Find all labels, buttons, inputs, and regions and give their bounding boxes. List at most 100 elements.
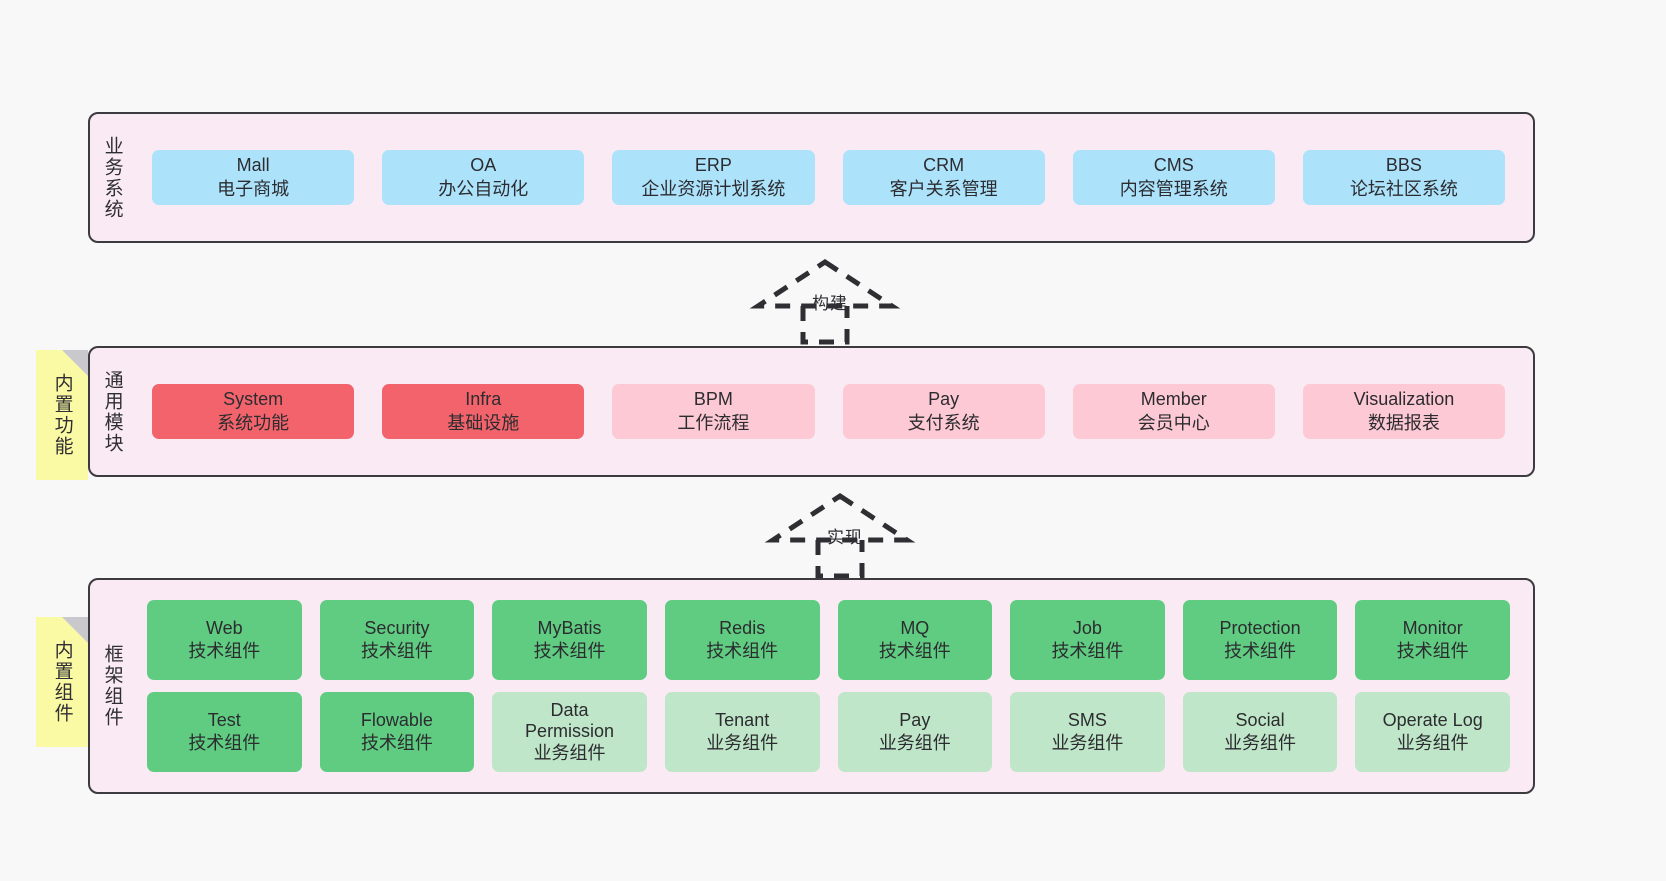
card-oa-cn: 办公自动化 xyxy=(438,178,529,199)
card-mq[interactable]: MQ 技术组件 xyxy=(837,600,993,680)
card-mq-en: MQ xyxy=(900,617,930,638)
card-security[interactable]: Security 技术组件 xyxy=(319,600,475,680)
framework-card-row-1: Web 技术组件 Security 技术组件 MyBatis 技术组件 Redi… xyxy=(138,600,1519,680)
card-system[interactable]: System 系统功能 xyxy=(152,384,355,439)
note-fold-corner-icon-1 xyxy=(62,350,88,376)
connector-implement xyxy=(764,492,916,579)
card-system-en: System xyxy=(223,389,284,410)
card-flowable-en: Flowable xyxy=(360,709,433,730)
layer-common-modules: 通用模块 System 系统功能 Infra 基础设施 BPM 工作流程 Pay… xyxy=(88,346,1535,477)
note-builtin-function-label: 内置功能 xyxy=(51,373,73,457)
card-bpm[interactable]: BPM 工作流程 xyxy=(612,384,815,439)
card-social-cn: 业务组件 xyxy=(1224,733,1297,753)
card-security-en: Security xyxy=(364,617,430,638)
layer-business-systems: 业务系统 Mall 电子商城 OA 办公自动化 ERP 企业资源计划系统 CRM… xyxy=(88,112,1535,243)
modules-card-row: System 系统功能 Infra 基础设施 BPM 工作流程 Pay 支付系统… xyxy=(138,384,1519,439)
card-cms-en: CMS xyxy=(1153,155,1194,176)
card-operate-log-cn: 业务组件 xyxy=(1396,733,1469,753)
card-mall[interactable]: Mall 电子商城 xyxy=(152,150,355,205)
card-infra-en: Infra xyxy=(465,389,502,410)
card-infra[interactable]: Infra 基础设施 xyxy=(382,384,585,439)
card-mybatis-cn: 技术组件 xyxy=(533,641,606,661)
card-cms[interactable]: CMS 内容管理系统 xyxy=(1072,150,1275,205)
card-flowable-cn: 技术组件 xyxy=(360,733,433,753)
card-operate-log[interactable]: Operate Log 业务组件 xyxy=(1355,692,1510,772)
card-data-permission-cn: 业务组件 xyxy=(533,742,606,763)
note-builtin-function: 内置功能 xyxy=(36,350,88,480)
card-bbs[interactable]: BBS 论坛社区系统 xyxy=(1302,150,1506,205)
card-bbs-en: BBS xyxy=(1385,155,1422,176)
card-test-en: Test xyxy=(207,709,241,730)
card-bpm-en: BPM xyxy=(693,389,733,410)
card-erp-en: ERP xyxy=(694,155,732,176)
card-erp[interactable]: ERP 企业资源计划系统 xyxy=(612,150,815,205)
card-protection-cn: 技术组件 xyxy=(1224,641,1297,661)
card-pay-component-cn: 业务组件 xyxy=(878,733,951,753)
card-security-cn: 技术组件 xyxy=(360,641,433,661)
card-tenant-cn: 业务组件 xyxy=(706,733,779,753)
card-crm-cn: 客户关系管理 xyxy=(889,178,998,199)
card-oa[interactable]: OA 办公自动化 xyxy=(382,150,585,205)
card-flowable[interactable]: Flowable 技术组件 xyxy=(319,692,475,772)
layer-framework-components: 框架组件 Web 技术组件 Security 技术组件 MyBatis 技术组件… xyxy=(88,578,1535,794)
card-data-permission[interactable]: Data Permission 业务组件 xyxy=(492,692,647,772)
card-member[interactable]: Member 会员中心 xyxy=(1072,384,1275,439)
layer-body-modules: System 系统功能 Infra 基础设施 BPM 工作流程 Pay 支付系统… xyxy=(134,348,1533,475)
card-job[interactable]: Job 技术组件 xyxy=(1010,600,1165,680)
card-test[interactable]: Test 技术组件 xyxy=(147,692,302,772)
card-pay-component[interactable]: Pay 业务组件 xyxy=(837,692,993,772)
connector-build-label: 构建 xyxy=(812,294,848,313)
card-protection-en: Protection xyxy=(1219,617,1301,638)
card-bbs-cn: 论坛社区系统 xyxy=(1349,178,1458,199)
card-redis-cn: 技术组件 xyxy=(706,641,779,661)
card-erp-cn: 企业资源计划系统 xyxy=(641,178,786,199)
note-fold-corner-icon-2 xyxy=(62,617,88,643)
card-job-en: Job xyxy=(1072,617,1102,638)
card-monitor-cn: 技术组件 xyxy=(1396,641,1469,661)
card-crm[interactable]: CRM 客户关系管理 xyxy=(842,150,1045,205)
card-social[interactable]: Social 业务组件 xyxy=(1182,692,1338,772)
card-member-en: Member xyxy=(1140,389,1207,410)
card-data-permission-en: Data Permission xyxy=(525,699,615,742)
card-cms-cn: 内容管理系统 xyxy=(1119,178,1228,199)
note-builtin-component-label: 内置组件 xyxy=(51,640,73,724)
card-social-en: Social xyxy=(1235,709,1285,730)
card-web[interactable]: Web 技术组件 xyxy=(147,600,302,680)
card-tenant[interactable]: Tenant 业务组件 xyxy=(664,692,820,772)
card-mybatis[interactable]: MyBatis 技术组件 xyxy=(492,600,647,680)
card-sms-cn: 业务组件 xyxy=(1051,733,1124,753)
card-sms-en: SMS xyxy=(1067,709,1107,730)
card-redis[interactable]: Redis 技术组件 xyxy=(664,600,820,680)
card-pay-module[interactable]: Pay 支付系统 xyxy=(842,384,1045,439)
card-redis-en: Redis xyxy=(719,617,766,638)
card-web-cn: 技术组件 xyxy=(188,641,261,661)
card-mall-cn: 电子商城 xyxy=(217,178,290,199)
connector-implement-label: 实现 xyxy=(827,528,863,547)
card-tenant-en: Tenant xyxy=(715,709,770,730)
card-visualization-en: Visualization xyxy=(1353,389,1455,410)
card-pay-module-en: Pay xyxy=(928,389,960,410)
card-infra-cn: 基础设施 xyxy=(447,412,520,433)
card-visualization-cn: 数据报表 xyxy=(1367,412,1440,433)
connector-build xyxy=(749,258,901,345)
card-monitor[interactable]: Monitor 技术组件 xyxy=(1355,600,1510,680)
card-crm-en: CRM xyxy=(923,155,965,176)
card-sms[interactable]: SMS 业务组件 xyxy=(1010,692,1165,772)
card-test-cn: 技术组件 xyxy=(188,733,261,753)
card-pay-component-en: Pay xyxy=(899,709,931,730)
card-protection[interactable]: Protection 技术组件 xyxy=(1182,600,1338,680)
card-bpm-cn: 工作流程 xyxy=(677,412,750,433)
card-web-en: Web xyxy=(205,617,243,638)
layer-title-modules: 通用模块 xyxy=(101,369,123,454)
card-pay-module-cn: 支付系统 xyxy=(907,412,980,433)
card-oa-en: OA xyxy=(470,155,497,176)
framework-card-row-2: Test 技术组件 Flowable 技术组件 Data Permission … xyxy=(138,692,1519,772)
card-mybatis-en: MyBatis xyxy=(537,617,602,638)
card-operate-log-en: Operate Log xyxy=(1382,709,1483,730)
layer-body-framework: Web 技术组件 Security 技术组件 MyBatis 技术组件 Redi… xyxy=(134,580,1533,792)
note-builtin-component: 内置组件 xyxy=(36,617,88,747)
card-visualization[interactable]: Visualization 数据报表 xyxy=(1302,384,1506,439)
card-mq-cn: 技术组件 xyxy=(878,641,951,661)
card-mall-en: Mall xyxy=(236,155,270,176)
